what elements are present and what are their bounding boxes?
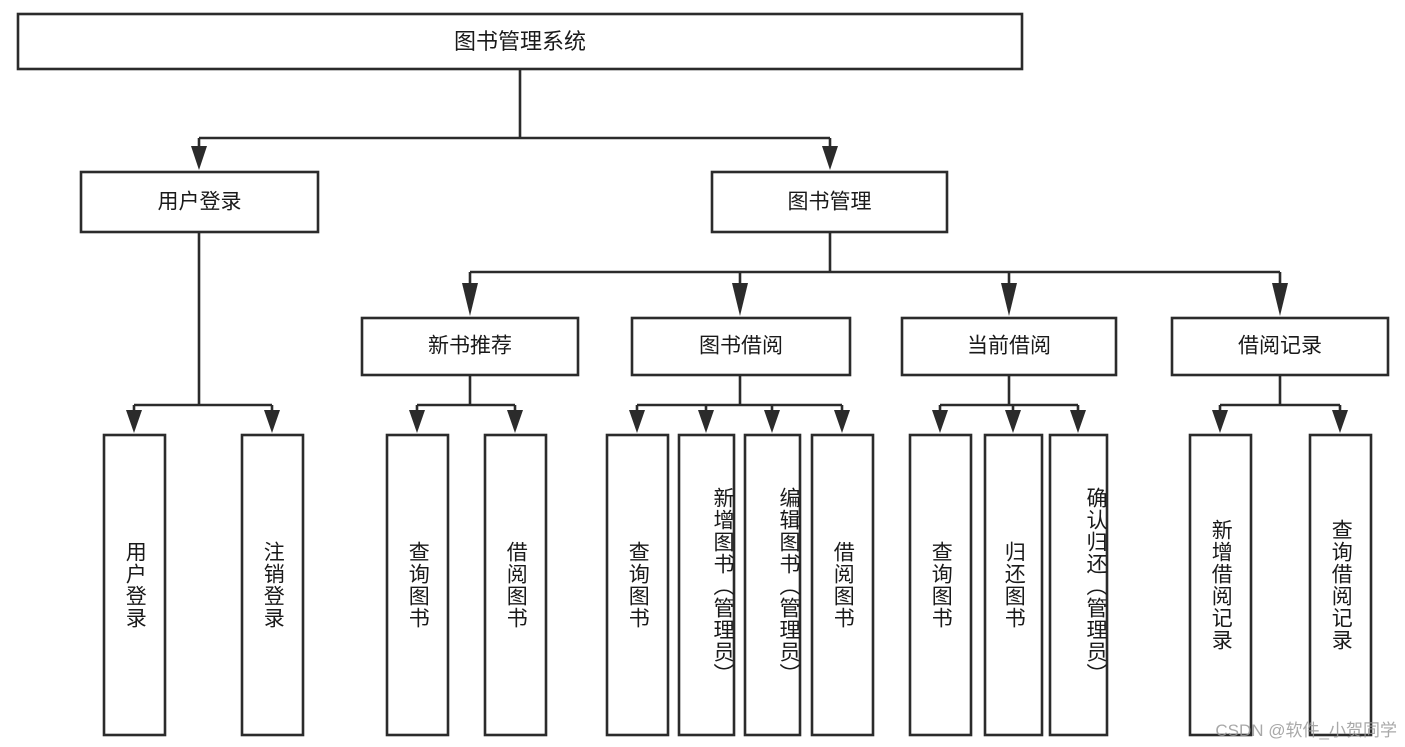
node-leaf-query-book-rec-box[interactable] <box>385 433 450 737</box>
arrow-head-leaf-edit-book <box>764 410 780 433</box>
node-current-borrow[interactable]: 当前借阅 <box>900 316 1118 377</box>
node-book-borrow[interactable]: 图书借阅 <box>630 316 852 377</box>
arrow-head-leaf-query-book-borrow <box>629 410 645 433</box>
arrow-head-leaf-borrow-book <box>834 410 850 433</box>
arrow-head-book-borrow <box>732 283 748 316</box>
node-new-book-recommend-box[interactable] <box>360 316 580 377</box>
node-current-borrow-box[interactable] <box>900 316 1118 377</box>
arrow-head-user-login <box>191 146 207 170</box>
node-book-manage-box[interactable] <box>710 170 949 234</box>
node-leaf-add-borrow-record-box[interactable] <box>1188 433 1253 737</box>
node-new-book-recommend[interactable]: 新书推荐 <box>360 316 580 377</box>
arrow-head-leaf-query-book-rec <box>409 410 425 433</box>
node-leaf-confirm-return-box[interactable] <box>1048 433 1109 737</box>
node-borrow-record-label: 借阅记录 <box>1238 335 1322 358</box>
node-borrow-record[interactable]: 借阅记录 <box>1170 316 1390 377</box>
connector-group-book-borrow <box>629 375 850 433</box>
node-leaf-query-book-current-box[interactable] <box>908 433 973 737</box>
connector-group-new-book-recommend <box>409 375 523 433</box>
node-leaf-borrow-book-box[interactable] <box>810 433 875 737</box>
arrow-head-leaf-user-login <box>126 410 142 433</box>
node-user-login-label: 用户登录 <box>158 191 242 214</box>
connector-group-user-login <box>126 232 280 433</box>
arrow-head-book-manage <box>822 146 838 170</box>
connector-group-borrow-record <box>1212 375 1348 433</box>
node-borrow-record-box[interactable] <box>1170 316 1390 377</box>
node-book-manage-label: 图书管理 <box>788 191 872 214</box>
node-root-label: 图书管理系统 <box>454 29 586 54</box>
node-leaf-add-book-box[interactable] <box>677 433 736 737</box>
arrow-head-leaf-query-book-current <box>932 410 948 433</box>
arrow-head-leaf-return-book <box>1005 410 1021 433</box>
arrow-head-leaf-user-logout <box>264 410 280 433</box>
arrow-head-current-borrow <box>1001 283 1017 316</box>
node-new-book-recommend-label: 新书推荐 <box>428 335 512 358</box>
node-leaf-borrow-book-rec-box[interactable] <box>483 433 548 737</box>
arrow-head-leaf-query-borrow-record <box>1332 410 1348 433</box>
arrow-head-borrow-record <box>1272 283 1288 316</box>
node-book-borrow-label: 图书借阅 <box>699 335 783 358</box>
node-user-login[interactable]: 用户登录 <box>79 170 320 234</box>
connector-group-root <box>191 69 838 170</box>
node-current-borrow-label: 当前借阅 <box>967 335 1051 358</box>
arrow-head-leaf-borrow-book-rec <box>507 410 523 433</box>
node-leaf-return-book-box[interactable] <box>983 433 1044 737</box>
node-leaf-query-book-borrow-box[interactable] <box>605 433 670 737</box>
node-root-box[interactable] <box>16 12 1024 71</box>
node-leaf-user-logout-box[interactable] <box>240 433 305 737</box>
connector-group-current-borrow <box>932 375 1086 433</box>
node-user-login-box[interactable] <box>79 170 320 234</box>
node-leaf-edit-book-box[interactable] <box>743 433 802 737</box>
node-leaf-query-borrow-record-box[interactable] <box>1308 433 1373 737</box>
arrow-head-new-book-recommend <box>462 283 478 316</box>
node-leaf-user-login-box[interactable] <box>102 433 167 737</box>
connector-group-book-manage <box>462 232 1288 316</box>
node-book-manage[interactable]: 图书管理 <box>710 170 949 234</box>
node-root[interactable]: 图书管理系统 <box>16 12 1024 71</box>
arrow-head-leaf-add-borrow-record <box>1212 410 1228 433</box>
arrow-head-leaf-confirm-return <box>1070 410 1086 433</box>
node-book-borrow-box[interactable] <box>630 316 852 377</box>
arrow-head-leaf-add-book <box>698 410 714 433</box>
csdn-watermark: CSDN @软件_小贺同学 <box>1215 721 1397 740</box>
